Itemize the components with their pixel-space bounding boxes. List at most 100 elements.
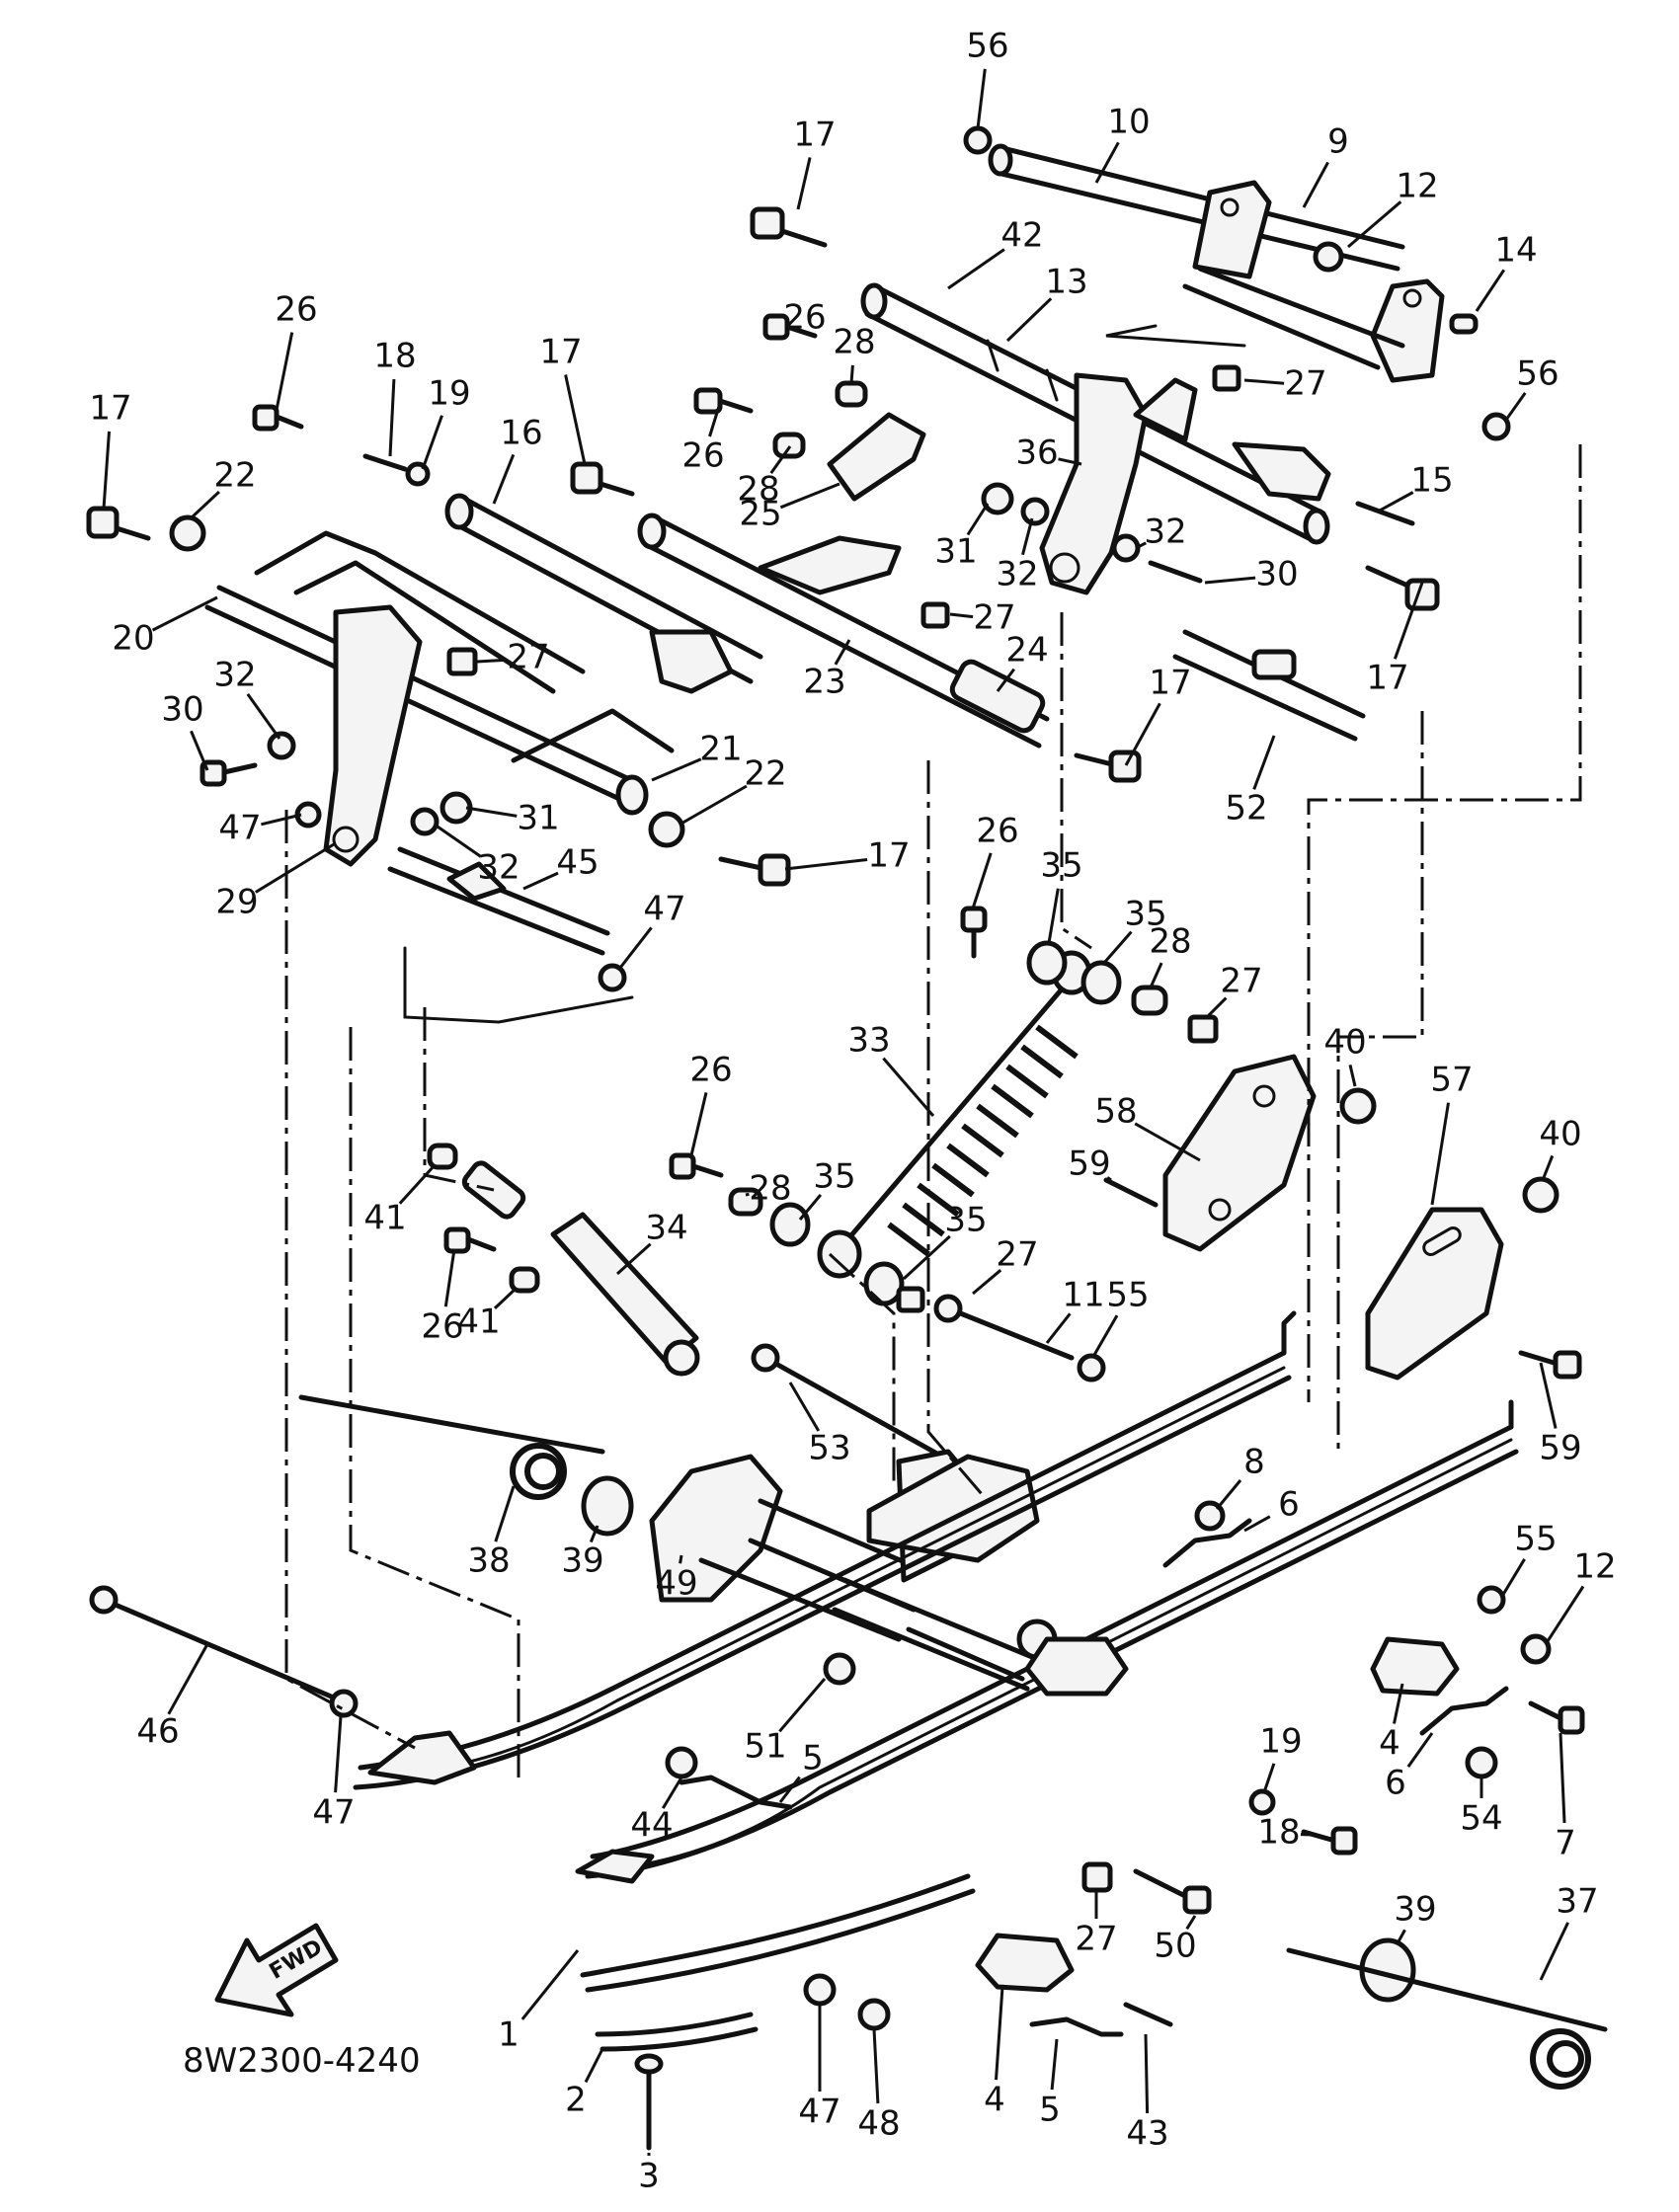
part-nut-31-left [440, 791, 473, 825]
part-bolt-46 [89, 1585, 339, 1701]
callout-label: 17 [89, 389, 131, 429]
callout-leader [167, 1643, 209, 1715]
part-clip-5-lower [1029, 2016, 1124, 2037]
part-spring-38 [298, 1394, 605, 1500]
part-washer-56-right [1481, 412, 1511, 441]
callout-label: 17 [867, 836, 910, 876]
callout-label: 50 [1154, 1927, 1196, 1966]
assembly-line-left [284, 810, 416, 1750]
callout-leader [398, 1163, 437, 1205]
callout-label: 31 [934, 532, 977, 572]
assembly-line-front [349, 1027, 520, 1778]
callout-label: 52 [1225, 789, 1267, 829]
part-washer-32-upper [1020, 497, 1050, 526]
part-runner-2 [595, 2012, 759, 2052]
part-nut-56-top [963, 125, 993, 155]
part-collar-28-upper [835, 380, 868, 408]
callout-leader [1215, 1479, 1242, 1510]
part-axle-center [832, 1454, 1058, 1692]
diagram-code: 8W2300-4240 [183, 2041, 421, 2081]
callout-leader [1348, 1065, 1357, 1087]
part-bolt-17-mid [718, 853, 791, 887]
part-bolt-26-mid [693, 387, 754, 415]
part-runner-1 [580, 1873, 976, 1993]
part-bolt-17-right [1365, 565, 1440, 611]
callout-leaders [102, 68, 1585, 2156]
part-bolt-7 [1528, 1700, 1585, 1735]
assembly-line-shock [828, 1252, 896, 1481]
callout-leader [1243, 1515, 1271, 1533]
assembly-line-45 [403, 946, 634, 1024]
part-shaft-23 [637, 513, 1050, 749]
callout-leader [1094, 141, 1120, 184]
part-nut-51 [823, 1652, 856, 1686]
callout-leader [662, 1777, 683, 1809]
callout-label: 55 [1106, 1276, 1149, 1315]
callout-leader [882, 1057, 935, 1117]
part-washer-32-left-low [410, 807, 440, 836]
callout-label: 22 [213, 456, 256, 496]
callout-label: 58 [1094, 1092, 1137, 1132]
callout-label: 37 [1556, 1882, 1598, 1922]
part-bolt-18-left [362, 453, 408, 472]
callout-label: 32 [213, 656, 256, 695]
callout-label: 27 [507, 638, 549, 677]
callout-leader [1005, 297, 1053, 343]
callout-leader [1243, 378, 1285, 385]
fwd-arrow: FWD [214, 1923, 339, 2017]
callout-label: 28 [833, 323, 875, 362]
callout-label: 33 [847, 1021, 890, 1061]
callout-label: 22 [744, 754, 786, 794]
callout-label: 26 [976, 812, 1018, 851]
callout-leader [1144, 2033, 1150, 2114]
callout-label: 4 [984, 2081, 1005, 2120]
callout-leader [788, 1382, 821, 1432]
callout-leader [1021, 517, 1034, 556]
callout-leader [966, 503, 990, 536]
callout-label: 19 [428, 374, 470, 414]
callout-leader [421, 415, 443, 470]
part-clip-6-right [1419, 1686, 1509, 1736]
callout-leader [1302, 161, 1329, 208]
assembly-line-upper [1105, 324, 1246, 348]
callout-leader [102, 431, 111, 510]
callout-label: 46 [136, 1712, 179, 1752]
part-bolt-50 [1133, 1868, 1212, 1915]
callout-leader [1124, 702, 1161, 766]
part-collar-28-shock [1131, 985, 1168, 1016]
part-bolt-26-left [252, 404, 304, 432]
callout-leader [995, 1986, 1004, 2081]
callout-label: 13 [1045, 263, 1087, 302]
callout-leader [971, 852, 993, 909]
callout-leader [784, 324, 791, 330]
callout-leader [189, 490, 220, 520]
callout-leader [976, 68, 987, 129]
callout-label: 18 [373, 337, 416, 376]
callout-leader [996, 668, 1016, 692]
callout-label: 20 [112, 619, 154, 659]
callout-label: 47 [643, 890, 685, 929]
part-pad-4-right [1370, 1636, 1460, 1697]
part-bolt-15 [1355, 501, 1415, 526]
part-bolt-43 [1123, 2002, 1173, 2027]
callout-label: 1 [498, 2015, 520, 2055]
callout-label: 7 [1555, 1824, 1576, 1863]
callout-leader [1047, 888, 1060, 944]
callout-leader [1559, 1732, 1566, 1824]
callout-leader [849, 364, 854, 384]
callout-label: 18 [1257, 1813, 1300, 1853]
callout-leader [1544, 1585, 1585, 1645]
part-pin-14 [1449, 313, 1479, 335]
part-bolt-26-shock [960, 906, 988, 959]
callout-label: 47 [798, 2093, 840, 2132]
callout-label: 28 [737, 470, 779, 510]
parts-drawing: FWD [86, 125, 1608, 2151]
part-spring-37 [1286, 1947, 1608, 2090]
part-slide-rail-left [353, 1310, 1519, 1879]
callout-leader [1252, 735, 1276, 790]
callout-label: 47 [312, 1793, 355, 1833]
callout-label: 49 [655, 1564, 697, 1604]
callout-leader [275, 332, 294, 411]
fwd-arrow-icon [214, 1923, 339, 2017]
